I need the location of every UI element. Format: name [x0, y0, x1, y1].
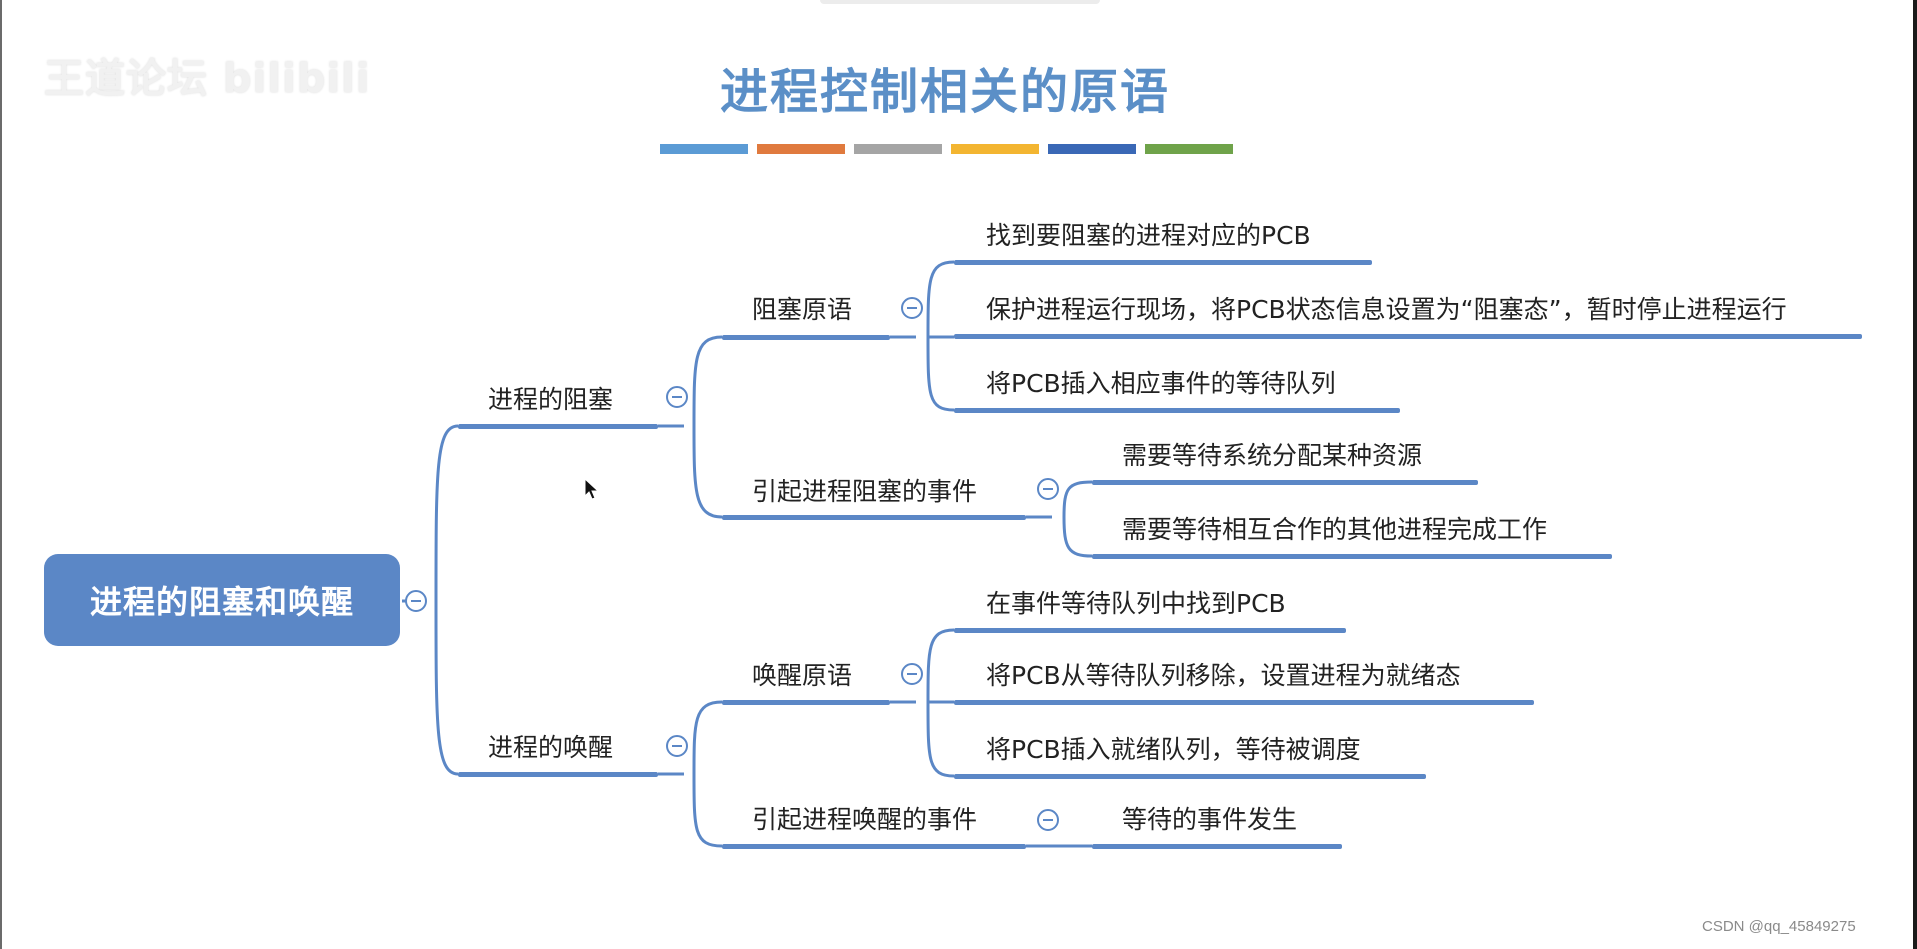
block-step-2: 保护进程运行现场，将PCB状态信息设置为“阻塞态”，暂时停止进程运行: [986, 295, 1787, 324]
minus-circle-icon[interactable]: [666, 735, 688, 757]
wakeup-step-2-underline: [954, 700, 1534, 705]
wakeup-step-2: 将PCB从等待队列移除，设置进程为就绪态: [986, 661, 1461, 690]
block-event-1: 需要等待系统分配某种资源: [1122, 441, 1423, 470]
watermark-top-left: 王道论坛 bilibili: [44, 56, 371, 102]
wakeup-step-3: 将PCB插入就绪队列，等待被调度: [986, 735, 1361, 764]
wakeup-step-1: 在事件等待队列中找到PCB: [986, 589, 1286, 618]
wakeup-step-3-underline: [954, 774, 1426, 779]
root-node[interactable]: 进程的阻塞和唤醒: [44, 554, 400, 646]
minus-circle-icon[interactable]: [1037, 809, 1059, 831]
top-handle: [820, 0, 1100, 4]
minus-circle-icon[interactable]: [901, 663, 923, 685]
watermark-bottom-right: CSDN @qq_45849275: [1702, 918, 1856, 935]
minus-circle-icon[interactable]: [405, 590, 427, 612]
minus-circle-icon[interactable]: [901, 297, 923, 319]
node-block-primitive-underline: [722, 335, 890, 340]
color-bar-2: [757, 144, 845, 154]
block-step-2-underline: [954, 334, 1862, 339]
node-block-underline: [458, 424, 658, 429]
color-bar-1: [660, 144, 748, 154]
node-block[interactable]: 进程的阻塞: [488, 385, 614, 414]
node-block-events[interactable]: 引起进程阻塞的事件: [752, 477, 978, 506]
window-edge-right: [1913, 0, 1917, 949]
wakeup-step-1-underline: [954, 628, 1346, 633]
slide-title: 进程控制相关的原语: [719, 64, 1170, 120]
block-step-1: 找到要阻塞的进程对应的PCB: [986, 221, 1311, 250]
node-wakeup[interactable]: 进程的唤醒: [488, 733, 614, 762]
node-wakeup-primitive-underline: [722, 700, 890, 705]
window-edge-left: [0, 0, 2, 949]
block-step-3: 将PCB插入相应事件的等待队列: [986, 369, 1336, 398]
wakeup-event-1: 等待的事件发生: [1122, 805, 1298, 834]
minus-circle-icon[interactable]: [666, 386, 688, 408]
node-block-primitive[interactable]: 阻塞原语: [752, 295, 853, 324]
root-node-label: 进程的阻塞和唤醒: [89, 583, 354, 621]
block-step-3-underline: [954, 408, 1400, 413]
color-bar-5: [1048, 144, 1136, 154]
color-bar-6: [1145, 144, 1233, 154]
color-bar-3: [854, 144, 942, 154]
block-step-1-underline: [954, 260, 1372, 265]
block-event-2-underline: [1092, 554, 1612, 559]
block-event-2: 需要等待相互合作的其他进程完成工作: [1122, 515, 1548, 544]
node-wakeup-underline: [458, 772, 658, 777]
mouse-cursor-icon: [584, 478, 600, 500]
block-event-1-underline: [1092, 480, 1478, 485]
node-block-events-underline: [722, 515, 1026, 520]
color-bar-4: [951, 144, 1039, 154]
node-wakeup-events-underline: [722, 844, 1026, 849]
node-wakeup-primitive[interactable]: 唤醒原语: [752, 661, 853, 690]
node-wakeup-events[interactable]: 引起进程唤醒的事件: [752, 805, 978, 834]
wakeup-event-1-underline: [1092, 844, 1342, 849]
minus-circle-icon[interactable]: [1037, 478, 1059, 500]
